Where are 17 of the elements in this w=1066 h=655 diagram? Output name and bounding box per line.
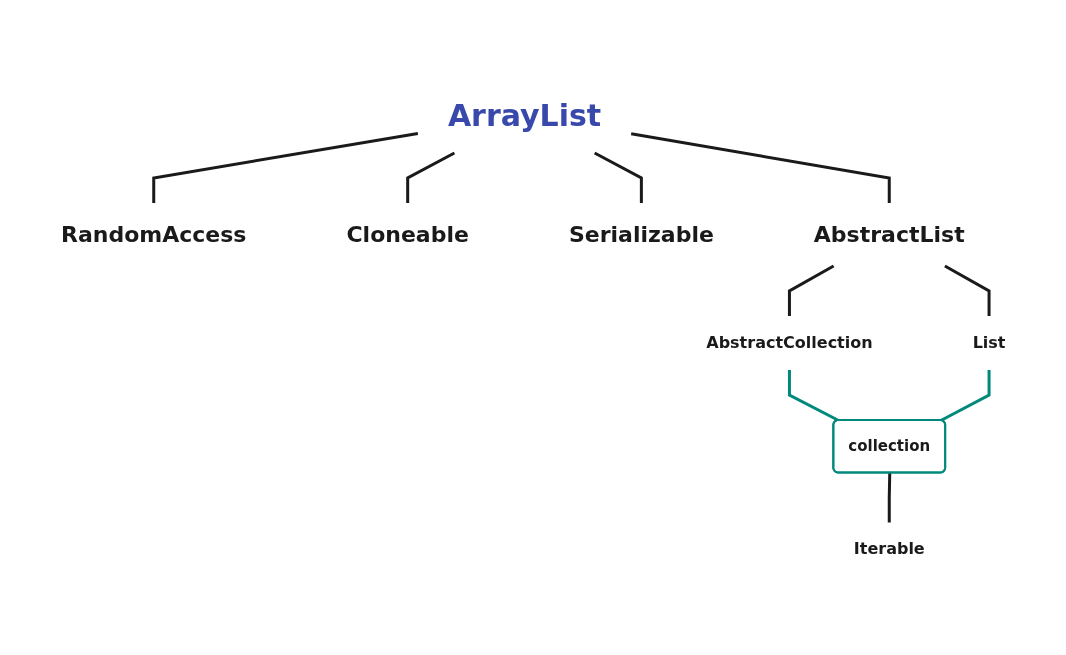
connector: [787, 370, 840, 423]
connector: [405, 151, 455, 204]
connector: [787, 264, 835, 317]
node-text: List: [972, 333, 1006, 353]
connector: [939, 370, 991, 423]
node-text: ArrayList: [447, 98, 601, 134]
node-text: RandomAccess: [60, 222, 247, 248]
connector: [152, 132, 418, 204]
connector: [593, 151, 643, 204]
connector: [943, 264, 991, 317]
node-text: Serializable: [568, 222, 714, 248]
node-text: Iterable: [853, 539, 925, 559]
connector: [887, 473, 891, 523]
node-text: Cloneable: [346, 222, 469, 248]
node-text: AbstractCollection: [706, 333, 873, 353]
node-text: AbstractList: [813, 222, 965, 248]
connector: [630, 132, 891, 204]
